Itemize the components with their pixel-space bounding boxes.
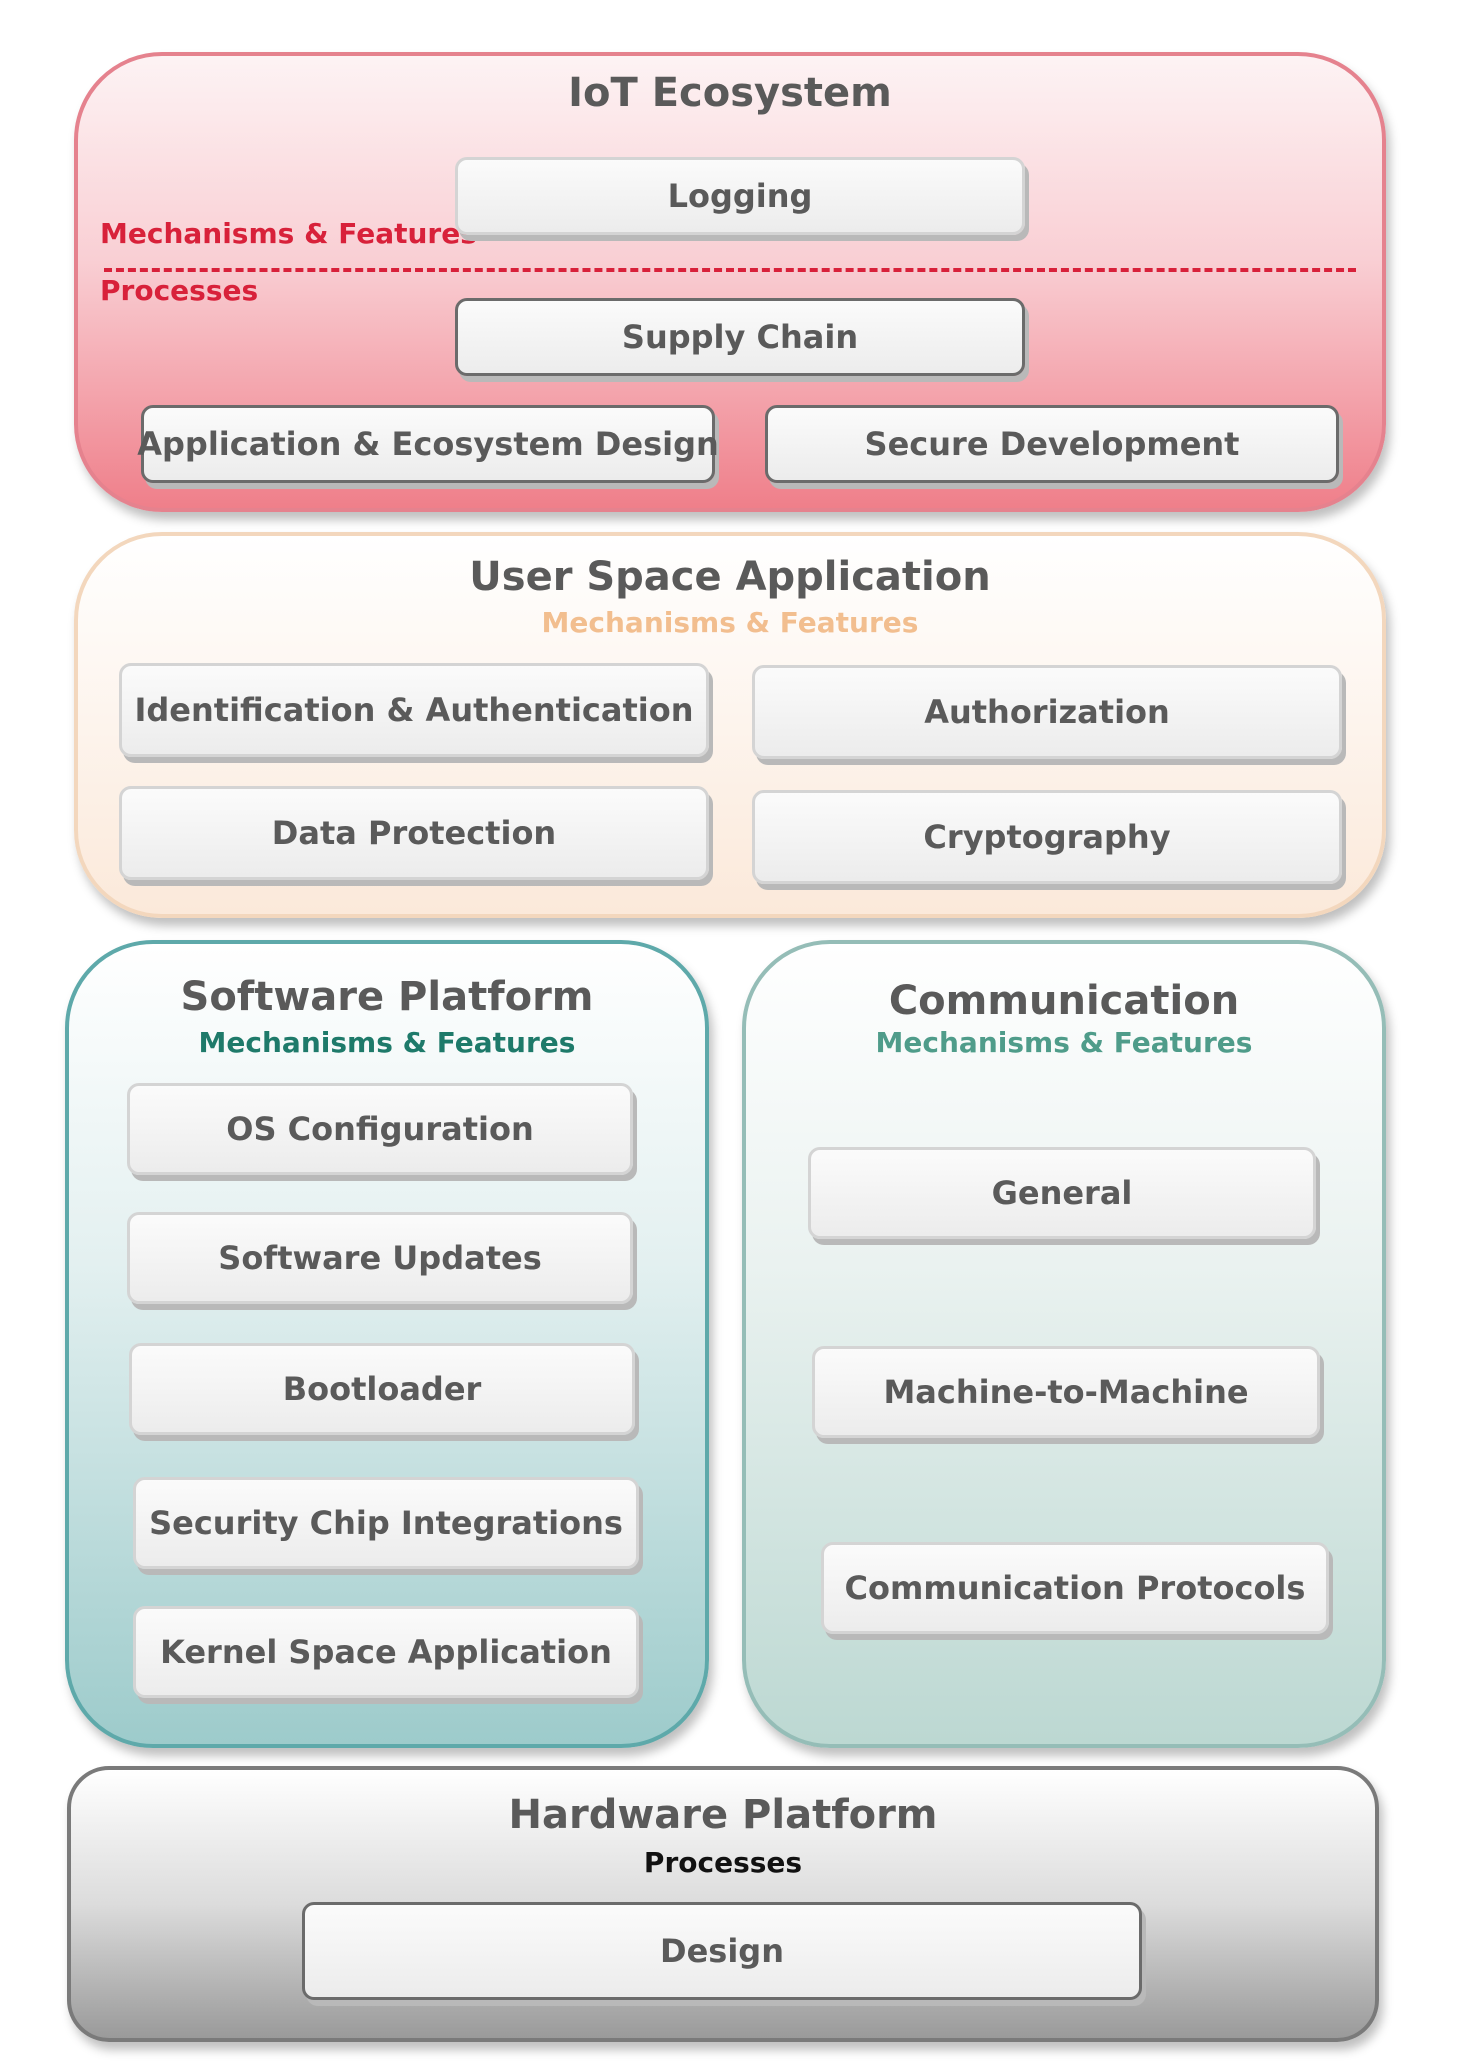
box-design: Design [302, 1902, 1142, 2000]
iot-ecosystem-title: IoT Ecosystem [568, 70, 892, 116]
box-general: General [808, 1147, 1316, 1239]
box-cryptography: Cryptography [752, 790, 1342, 884]
user-space-title: User Space Application [469, 554, 991, 600]
iot-processes-label: Processes [100, 274, 259, 307]
box-security-chip-integrations: Security Chip Integrations [133, 1477, 639, 1569]
box-identification-authentication: Identification & Authentication [119, 663, 709, 757]
hardware-platform-title: Hardware Platform [508, 1792, 938, 1838]
box-data-protection: Data Protection [119, 786, 709, 880]
box-bootloader: Bootloader [129, 1343, 635, 1435]
box-software-updates: Software Updates [127, 1212, 633, 1304]
box-logging: Logging [455, 157, 1025, 235]
mechanisms-processes-divider [104, 268, 1356, 272]
software-platform-subtitle: Mechanisms & Features [198, 1026, 576, 1059]
box-machine-to-machine: Machine-to-Machine [812, 1346, 1320, 1438]
box-secure-development: Secure Development [765, 405, 1339, 483]
box-authorization: Authorization [752, 665, 1342, 759]
box-os-configuration: OS Configuration [127, 1083, 633, 1175]
box-communication-protocols: Communication Protocols [821, 1542, 1329, 1634]
box-application-ecosystem-design: Application & Ecosystem Design [137, 405, 719, 483]
iot-mechanisms-label: Mechanisms & Features [100, 217, 477, 250]
software-platform-title: Software Platform [180, 974, 594, 1020]
box-kernel-space-application: Kernel Space Application [133, 1606, 639, 1698]
communication-subtitle: Mechanisms & Features [875, 1026, 1253, 1059]
box-supply-chain: Supply Chain [455, 298, 1025, 376]
communication-title: Communication [888, 978, 1240, 1024]
hardware-platform-subtitle: Processes [643, 1846, 803, 1879]
user-space-subtitle: Mechanisms & Features [541, 606, 919, 639]
